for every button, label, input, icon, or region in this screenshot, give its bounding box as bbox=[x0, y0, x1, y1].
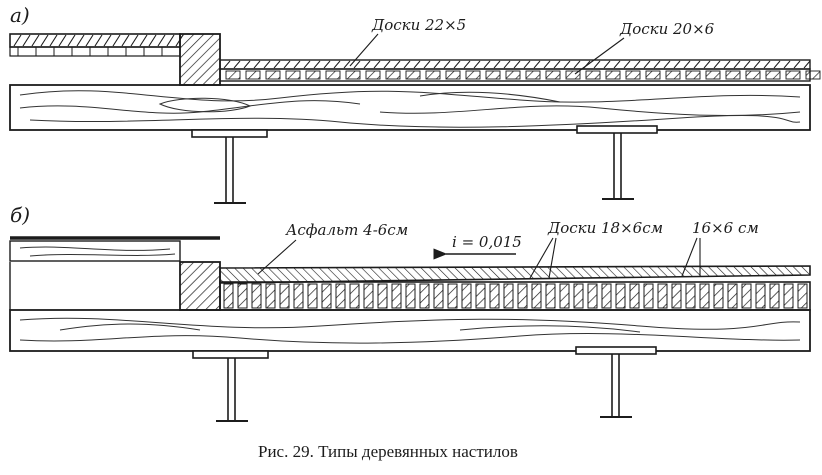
edge-boards-b bbox=[219, 281, 811, 311]
part-b-letter: б) bbox=[10, 203, 30, 227]
asphalt-layer bbox=[219, 265, 811, 284]
label-boards-16x6: 16×6 см bbox=[692, 219, 759, 237]
section-a: а) bbox=[9, 3, 821, 204]
support-b-left bbox=[192, 350, 269, 422]
deck-left-b bbox=[9, 236, 220, 262]
section-b: б) bbox=[9, 203, 811, 422]
label-boards-22x5: Доски 22×5 bbox=[371, 16, 466, 34]
curb-block-b bbox=[179, 261, 221, 311]
deck-boards-right-a bbox=[219, 59, 821, 82]
part-a-letter: а) bbox=[10, 3, 30, 27]
support-a-right bbox=[576, 125, 658, 200]
beam-a bbox=[9, 84, 811, 131]
label-asphalt: Асфальт 4-6см bbox=[285, 221, 408, 239]
deck-boards-left-a bbox=[9, 33, 184, 57]
beam-b bbox=[9, 309, 811, 352]
label-boards-18x6: Доски 18×6см bbox=[547, 219, 663, 237]
support-a-left bbox=[191, 129, 268, 204]
figure-caption: Рис. 29. Типы деревянных настилов bbox=[258, 442, 518, 461]
curb-block-a bbox=[179, 33, 221, 86]
label-boards-20x6: Доски 20×6 bbox=[619, 20, 715, 38]
support-b-right bbox=[575, 346, 657, 418]
label-slope: i = 0,015 bbox=[452, 233, 522, 251]
